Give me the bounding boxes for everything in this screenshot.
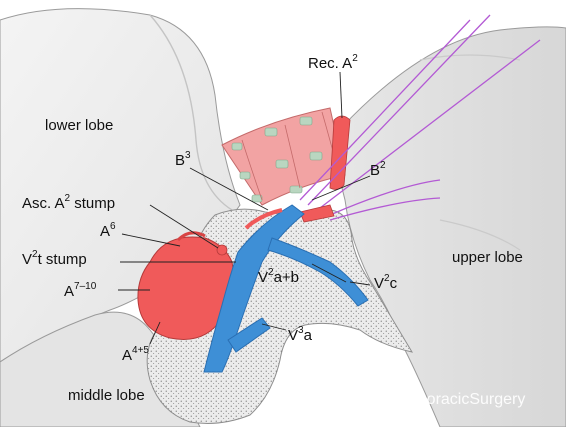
upper-lobe-label: upper lobe xyxy=(452,249,523,266)
nerves xyxy=(299,14,541,221)
v2c-label: V2c xyxy=(374,273,398,292)
wechat-logo-icon xyxy=(383,390,408,410)
watermark-text: ThoracicSurgery xyxy=(408,391,525,408)
watermark: ThoracicSurgery xyxy=(383,390,525,410)
leader-lines xyxy=(118,71,371,345)
v2ab-label: V2a+b xyxy=(258,267,299,286)
veins xyxy=(203,204,369,373)
asc-a2-stump-label: Asc. A2 stump xyxy=(22,193,115,212)
b3-label: B3 xyxy=(175,150,191,169)
bronchus xyxy=(221,107,346,206)
recurrent-a2-artery xyxy=(329,115,351,190)
v3a-label: V3a xyxy=(288,325,313,344)
upper-lobe-fold xyxy=(419,54,521,251)
a6-artery-stub xyxy=(176,231,206,242)
v2t-stump-label: V2t stump xyxy=(22,249,87,268)
a6-label: A6 xyxy=(100,221,116,240)
asc-a2-stump xyxy=(216,244,228,256)
a7-10-label: A7–10 xyxy=(64,281,97,300)
b2-bronchus-stub xyxy=(299,204,335,223)
lower-lobe-fold xyxy=(149,14,233,211)
lower-lobe-label: lower lobe xyxy=(45,117,113,134)
rec-a2-label: Rec. A2 xyxy=(308,53,358,72)
middle-lobe-label: middle lobe xyxy=(68,387,145,404)
a4-5-label: A4+5 xyxy=(122,345,149,364)
b2-label: B2 xyxy=(370,160,386,179)
